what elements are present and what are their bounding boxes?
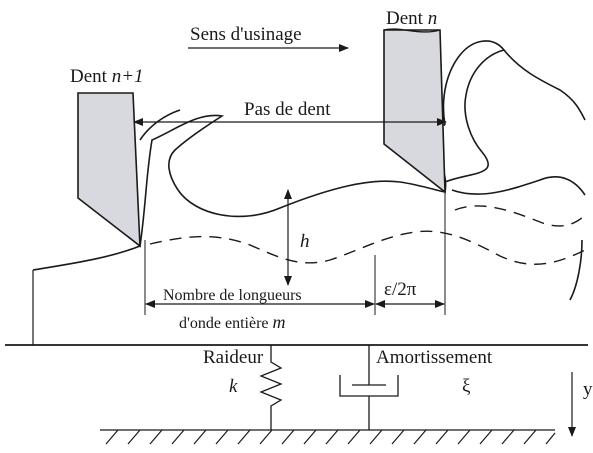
label-stiffness: Raideur xyxy=(203,347,264,368)
spring-icon xyxy=(259,345,283,430)
right-lower-curve xyxy=(569,239,583,301)
workpiece-outline xyxy=(32,245,141,271)
label-damping: Amortissement xyxy=(376,347,493,368)
previous-surface-dashed-right xyxy=(454,205,586,227)
chip-curl-right xyxy=(442,40,506,183)
label-wavelengths-line2: d'onde entière m xyxy=(179,312,286,332)
label-feed-direction: Sens d'usinage xyxy=(190,24,302,45)
label-y: y xyxy=(583,379,593,400)
label-xi: ξ xyxy=(462,376,471,397)
label-dent-n-plus-1: Dent n+1 xyxy=(70,66,144,87)
chip-outline-left xyxy=(139,114,225,247)
cut-surface-wave xyxy=(177,180,446,218)
damper-icon xyxy=(339,345,399,430)
previous-surface-dashed xyxy=(149,230,586,265)
label-k: k xyxy=(229,376,238,397)
label-tooth-pitch: Pas de dent xyxy=(244,99,331,120)
label-h: h xyxy=(300,231,310,252)
right-wave-top xyxy=(451,176,586,196)
label-phase-shift: ε/2π xyxy=(384,279,417,300)
tooth-n xyxy=(383,29,446,194)
tooth-n-top-break xyxy=(383,28,441,33)
right-edge-curve xyxy=(503,49,586,121)
ground-hatch xyxy=(100,429,556,445)
label-wavelengths-line1: Nombre de longueurs xyxy=(163,287,302,304)
tooth-n-plus-1 xyxy=(77,92,141,248)
label-dent-n: Dent n xyxy=(386,8,437,29)
